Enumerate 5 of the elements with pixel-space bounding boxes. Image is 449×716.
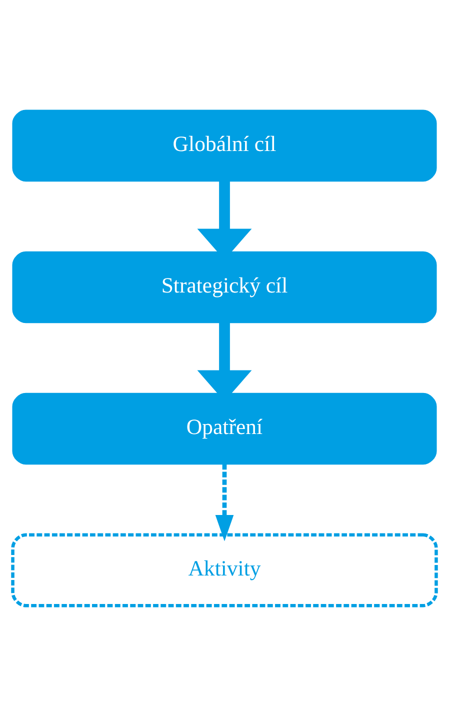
node-box: Strategický cíl bbox=[12, 251, 437, 324]
node-box: Globální cíl bbox=[12, 110, 437, 182]
node-box: Opatření bbox=[12, 392, 437, 465]
node-box: Aktivity bbox=[11, 533, 438, 608]
arrow bbox=[215, 464, 234, 542]
